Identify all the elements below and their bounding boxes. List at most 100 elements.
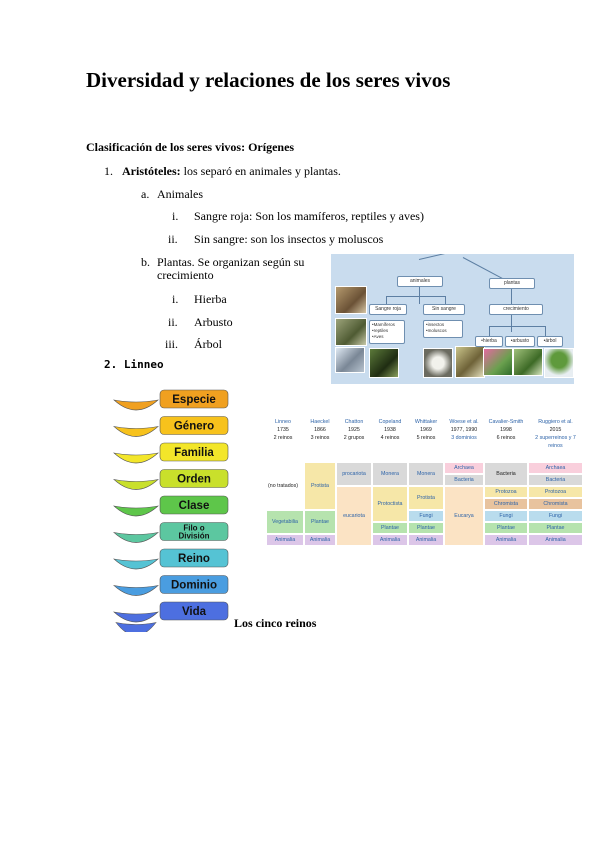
list-marker: ii. xyxy=(168,232,178,246)
rank-label: Familia xyxy=(174,447,214,459)
photo-arbol xyxy=(544,348,574,378)
rank-box xyxy=(159,548,229,568)
box-red-blood-list: •Mamíferos •reptiles •Aves xyxy=(369,320,405,344)
list-text: Sangre roja: Son los mamíferos, reptiles… xyxy=(194,209,424,223)
header-year: 1925 xyxy=(348,427,360,433)
list-marker: i. xyxy=(172,292,179,306)
photo-insect xyxy=(455,346,485,378)
rank-funnel-tip xyxy=(115,622,157,632)
rank-funnel xyxy=(113,399,159,411)
list-entry: •Aves xyxy=(372,334,384,339)
connector-line xyxy=(489,326,545,327)
list-text: Árbol xyxy=(194,337,222,351)
rank-label: Vida xyxy=(182,606,207,618)
rank-box xyxy=(159,469,229,488)
list-item-animales: a.Animales xyxy=(141,187,203,202)
header-name: Cavalier-Smith xyxy=(488,419,524,425)
connector-line xyxy=(545,326,546,336)
cell-animalia: Animalia xyxy=(372,534,408,546)
cell-procariota: procariota xyxy=(336,462,372,486)
cell-monera: Monera xyxy=(408,462,444,486)
list-entry: •Mamíferos xyxy=(372,322,395,327)
header-name: Linneo xyxy=(275,419,291,425)
cell-plantae: Plantae xyxy=(484,522,528,534)
box-no-blood-list: •insectos •moluscos xyxy=(423,320,463,338)
list-item-plantas-line2: crecimiento xyxy=(157,268,214,282)
box-animales: animales xyxy=(397,276,443,287)
page-title: Diversidad y relaciones de los seres viv… xyxy=(86,68,451,92)
header-count: 2 reinos xyxy=(273,435,293,441)
header-count: 3 reinos xyxy=(310,435,330,441)
rank-box xyxy=(159,495,229,515)
list-item-hierba: i. Hierba xyxy=(172,292,227,307)
list-marker: iii. xyxy=(165,337,179,351)
box-sin-sangre: Sin sangre xyxy=(423,304,465,315)
rank-funnel xyxy=(113,479,159,490)
list-text: Hierba xyxy=(194,292,227,306)
rank-box xyxy=(159,389,229,409)
list-text: Sin sangre: son los insectos y moluscos xyxy=(194,232,384,246)
cell-vegetabilia: Vegetabilia xyxy=(266,510,304,534)
cell-plantae: Plantae xyxy=(408,522,444,534)
rank-label: Orden xyxy=(177,474,211,486)
cell-monera: Monera xyxy=(372,462,408,486)
photo-deer xyxy=(335,318,367,346)
cell-eucarya: Eucarya xyxy=(444,486,484,546)
connector-line xyxy=(511,288,512,304)
connector-line xyxy=(386,296,387,304)
list-entry: •reptiles xyxy=(372,328,389,333)
cell-plantae: Plantae xyxy=(528,522,583,534)
box-hierba: •hierba xyxy=(475,336,503,347)
connector-line xyxy=(489,326,490,336)
list-marker: b. xyxy=(141,255,150,269)
list-marker: i. xyxy=(172,209,179,223)
rank-label: Género xyxy=(174,421,214,433)
box-arbol: •árbol xyxy=(537,336,563,347)
cell-protoctista: Protoctista xyxy=(372,486,408,522)
list-entry: •moluscos xyxy=(426,328,447,333)
cell-protozoa: Protozoa xyxy=(528,486,583,498)
photo-bird xyxy=(335,347,365,373)
header-year: 1969 xyxy=(420,427,432,433)
cell-fungi: Fungi xyxy=(484,510,528,522)
cell-animalia: Animalia xyxy=(528,534,583,546)
header-year: 1938 xyxy=(384,427,396,433)
rank-box xyxy=(159,601,229,621)
figure-caption: Los cinco reinos xyxy=(234,616,317,630)
rank-box xyxy=(159,522,229,541)
cell-fungi: Fungi xyxy=(408,510,444,522)
list-text: los separó en animales y plantas. xyxy=(180,164,341,178)
header-name: Ruggiero et al. xyxy=(538,419,573,425)
aristotle-diagram: animales plantas Sangre roja Sin sangre … xyxy=(331,254,574,384)
list-entry: •insectos xyxy=(426,322,445,327)
rank-funnel xyxy=(113,585,159,596)
photo-reptile xyxy=(369,348,399,378)
rank-funnel xyxy=(113,532,159,543)
header-name: Haeckel xyxy=(310,419,330,425)
list-marker: 1. xyxy=(104,164,113,178)
header-year: 1977, 1990 xyxy=(450,427,478,433)
rank-label: Dominio xyxy=(171,580,217,592)
photo-snail xyxy=(423,348,453,378)
list-item-aristoteles: 1. Aristóteles: los separó en animales y … xyxy=(104,164,341,179)
photo-lion xyxy=(335,286,367,314)
list-text: Plantas. Se organizan según su xyxy=(157,255,305,269)
rank-box xyxy=(159,442,229,462)
list-item-arbol: iii. Árbol xyxy=(165,337,222,352)
header-year: 2015 xyxy=(549,427,562,433)
rank-funnel xyxy=(113,426,159,437)
box-sangre-roja: Sangre roja xyxy=(369,304,407,315)
header-count: 3 dominios xyxy=(451,435,477,441)
photo-hierba xyxy=(483,348,513,376)
header-count: 6 reinos xyxy=(496,435,516,441)
rank-box xyxy=(159,575,229,594)
list-marker: a. xyxy=(141,187,150,201)
connector-line xyxy=(445,296,446,304)
header-name: Whittaker xyxy=(414,419,438,425)
bold-term: Aristóteles: xyxy=(122,164,181,178)
list-marker: ii. xyxy=(168,315,178,329)
